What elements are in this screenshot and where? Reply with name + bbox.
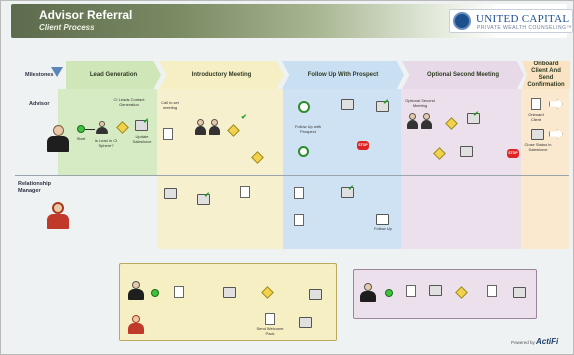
computer-icon	[135, 120, 148, 131]
logo-main-text: UNITED CAPITAL	[476, 13, 570, 25]
stop-icon: STOP	[507, 149, 519, 158]
check-icon: ✔	[348, 185, 354, 192]
stage-lead-generation: Lead Generation	[66, 61, 161, 89]
lane-label-milestones: Milestones	[25, 72, 54, 78]
intro-meeting-panel	[157, 89, 283, 249]
second-meeting-panel	[401, 89, 521, 249]
advisor-avatar	[45, 125, 71, 153]
clock-icon	[298, 101, 310, 113]
stop-icon: STOP	[357, 141, 369, 150]
computer-icon	[460, 146, 473, 157]
page-title: Advisor Referral	[39, 8, 133, 22]
start-label: Start	[76, 136, 86, 141]
follow-up-label: Follow Up with Prospect	[294, 124, 321, 134]
lane-divider	[15, 175, 569, 176]
relationship-manager-avatar	[45, 202, 71, 230]
onboard-label: Onboard Client	[528, 112, 544, 122]
computer-icon	[467, 113, 480, 124]
start-circle-icon	[151, 289, 159, 297]
check-icon: ✔	[383, 99, 389, 106]
united-capital-logo: UNITED CAPITAL PRIVATE WEALTH COUNSELING…	[449, 9, 573, 33]
close-status-label: Close Status in Salesforce	[524, 142, 552, 152]
document-icon	[294, 187, 304, 199]
computer-icon	[197, 194, 210, 205]
onboard-panel	[521, 89, 569, 249]
logo-tagline: PRIVATE WEALTH COUNSELING™	[477, 25, 572, 31]
sub-process-panel-2	[353, 269, 537, 319]
check-icon: ✔	[473, 111, 479, 118]
clock-icon	[298, 146, 309, 157]
computer-icon	[429, 285, 442, 296]
stage-follow-up: Follow Up With Prospect	[282, 61, 404, 89]
page-subtitle: Client Process	[39, 23, 95, 32]
document-icon	[240, 186, 250, 198]
document-icon	[487, 285, 497, 297]
document-icon	[406, 285, 416, 297]
stage-second-meeting: Optional Second Meeting	[402, 61, 524, 89]
monitor-icon	[309, 289, 322, 300]
document-icon	[163, 128, 173, 140]
computer-icon	[299, 317, 312, 328]
sub-process-panel	[119, 263, 337, 341]
actifi-logo: ActiFi	[536, 337, 559, 346]
computer-icon	[531, 129, 544, 140]
connector	[85, 129, 95, 130]
powered-by: Powered by ActiFi	[511, 337, 559, 346]
document-icon	[531, 98, 541, 110]
update-salesforce-label: Update Salesforce	[132, 134, 152, 144]
follow-up-label-2: Follow Up	[374, 226, 392, 231]
lane-label-relationship-manager: Relationship Manager	[18, 181, 52, 194]
calendar-icon	[341, 99, 354, 110]
document-icon	[174, 286, 184, 298]
globe-icon	[453, 12, 471, 30]
advisor-avatar-small	[127, 281, 145, 301]
is-lead-label: Is Lead In CI Sphere?	[94, 138, 118, 148]
check-icon: ✔	[143, 118, 149, 125]
call-to-set-meeting-label: Call to set meeting	[161, 100, 179, 110]
advisor-avatar-small	[359, 283, 377, 303]
milestones-marker-icon	[51, 67, 63, 77]
header-banner: Advisor Referral Client Process UNITED C…	[11, 4, 573, 38]
meeting-people-icon	[407, 113, 433, 131]
computer-icon	[164, 188, 177, 199]
second-meeting-label: Optional Second Meeting	[405, 98, 435, 108]
rm-avatar-small	[127, 315, 145, 335]
start-circle-icon	[77, 125, 85, 133]
computer-icon	[341, 187, 354, 198]
lane-label-advisor: Advisor	[29, 101, 50, 107]
computer-icon	[376, 101, 389, 112]
cold-call-label: CI Leads Contact Generation	[113, 97, 145, 107]
stage-onboard: Onboard Client And Send Confirmation	[522, 61, 570, 89]
computer-icon	[223, 287, 236, 298]
document-icon	[265, 313, 275, 325]
start-circle-icon	[385, 289, 393, 297]
check-icon: ✔	[204, 192, 210, 199]
meeting-people-icon	[195, 119, 221, 137]
stage-introductory-meeting: Introductory Meeting	[159, 61, 284, 89]
document-icon	[294, 214, 304, 226]
handshake-icon	[376, 214, 389, 225]
meeting-icon	[95, 121, 109, 135]
monitor-icon	[513, 287, 526, 298]
send-welcome-label: Send Welcome Pack	[256, 326, 284, 336]
check-icon: ✔	[241, 114, 247, 121]
